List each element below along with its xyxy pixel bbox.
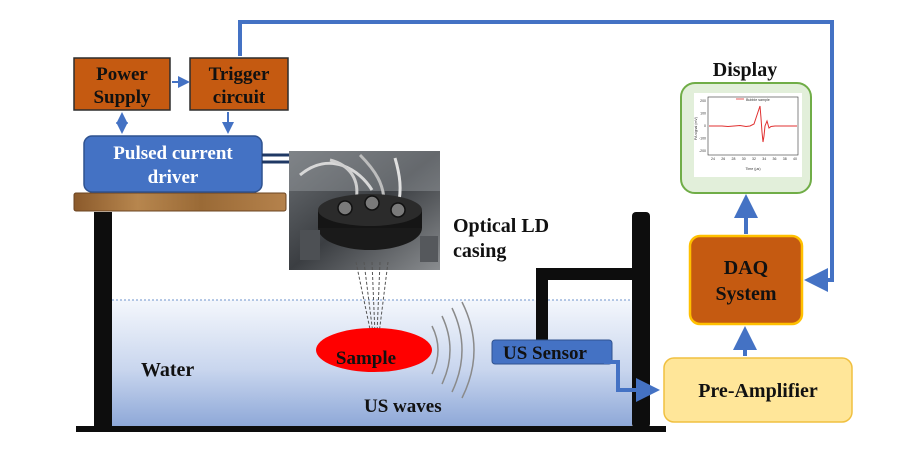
tank-right-post xyxy=(632,212,650,428)
plot-legend: Bubble sample xyxy=(746,98,770,102)
tank-left-wall xyxy=(94,212,112,428)
us-waves-label: US waves xyxy=(364,396,442,417)
plot-y-tick-label: 200 xyxy=(700,99,706,103)
water-label: Water xyxy=(141,359,194,381)
us-wave-arcs xyxy=(431,301,475,399)
plot-x-tick-label: 30 xyxy=(742,157,746,161)
daq-label-line2: System xyxy=(715,283,776,305)
pulsed-current-driver-box xyxy=(83,135,263,193)
daq-label-line1: DAQ xyxy=(724,257,768,279)
plot-x-tick-label: 34 xyxy=(762,157,766,161)
pulsed-driver-label-line1: Pulsed current xyxy=(113,143,233,164)
plot-y-tick-label: -200 xyxy=(699,149,706,153)
plot-y-tick-label: 100 xyxy=(700,112,706,116)
plot-x-tick-label: 40 xyxy=(793,157,797,161)
trigger-circuit-box xyxy=(189,57,289,111)
plot-ylabel: PA signal (mV) xyxy=(694,117,698,140)
sensor-holder-top xyxy=(536,268,632,280)
pre-amplifier-label: Pre-Amplifier xyxy=(698,380,818,402)
sensor-to-preamp-line xyxy=(604,360,660,402)
trigger-label-line2: circuit xyxy=(213,87,266,108)
sample-label: Sample xyxy=(336,348,396,369)
optical-ld-label-line1: Optical LD xyxy=(453,215,549,237)
plot-x-tick-label: 26 xyxy=(721,157,725,161)
pre-amplifier-box xyxy=(663,357,853,423)
sensor-holder-arm xyxy=(536,268,548,348)
plot-x-tick-label: 36 xyxy=(773,157,777,161)
plot-x-tick-label: 38 xyxy=(783,157,787,161)
pa-signal-trace xyxy=(709,105,797,143)
display-plot: Bubble sample 200 100 0 -100 -200 24 26 28 30 32… xyxy=(694,93,802,177)
display-title: Display xyxy=(713,59,777,81)
plot-x-tick-label: 32 xyxy=(752,157,756,161)
plot-x-ticks: 24 26 28 30 32 34 36 38 40 xyxy=(711,157,797,161)
tank-floor xyxy=(76,426,666,432)
pulsed-driver-label-line2: driver xyxy=(148,167,199,188)
optical-ld-label-line2: casing xyxy=(453,240,506,262)
optical-ld-photo xyxy=(289,151,440,270)
plot-x-tick-label: 24 xyxy=(711,157,715,161)
wooden-shelf xyxy=(73,192,287,212)
daq-system-box xyxy=(688,234,804,326)
power-supply-box xyxy=(73,57,171,111)
trigger-to-daq-line xyxy=(238,20,834,292)
power-supply-label-line2: Supply xyxy=(93,87,151,108)
plot-y-tick-label: -100 xyxy=(699,137,706,141)
us-sensor-box xyxy=(491,339,613,365)
trigger-label-line1: Trigger xyxy=(209,64,270,85)
plot-xlabel: Time (μs) xyxy=(745,167,760,171)
plot-x-tick-label: 28 xyxy=(732,157,736,161)
us-sensor-label: US Sensor xyxy=(503,343,587,364)
laser-beams xyxy=(355,261,389,335)
power-supply-label-line1: Power xyxy=(96,64,148,85)
plot-y-ticks: 200 100 0 -100 -200 xyxy=(699,99,706,153)
sample-ellipse xyxy=(316,328,432,372)
plot-y-tick-label: 0 xyxy=(704,124,706,128)
